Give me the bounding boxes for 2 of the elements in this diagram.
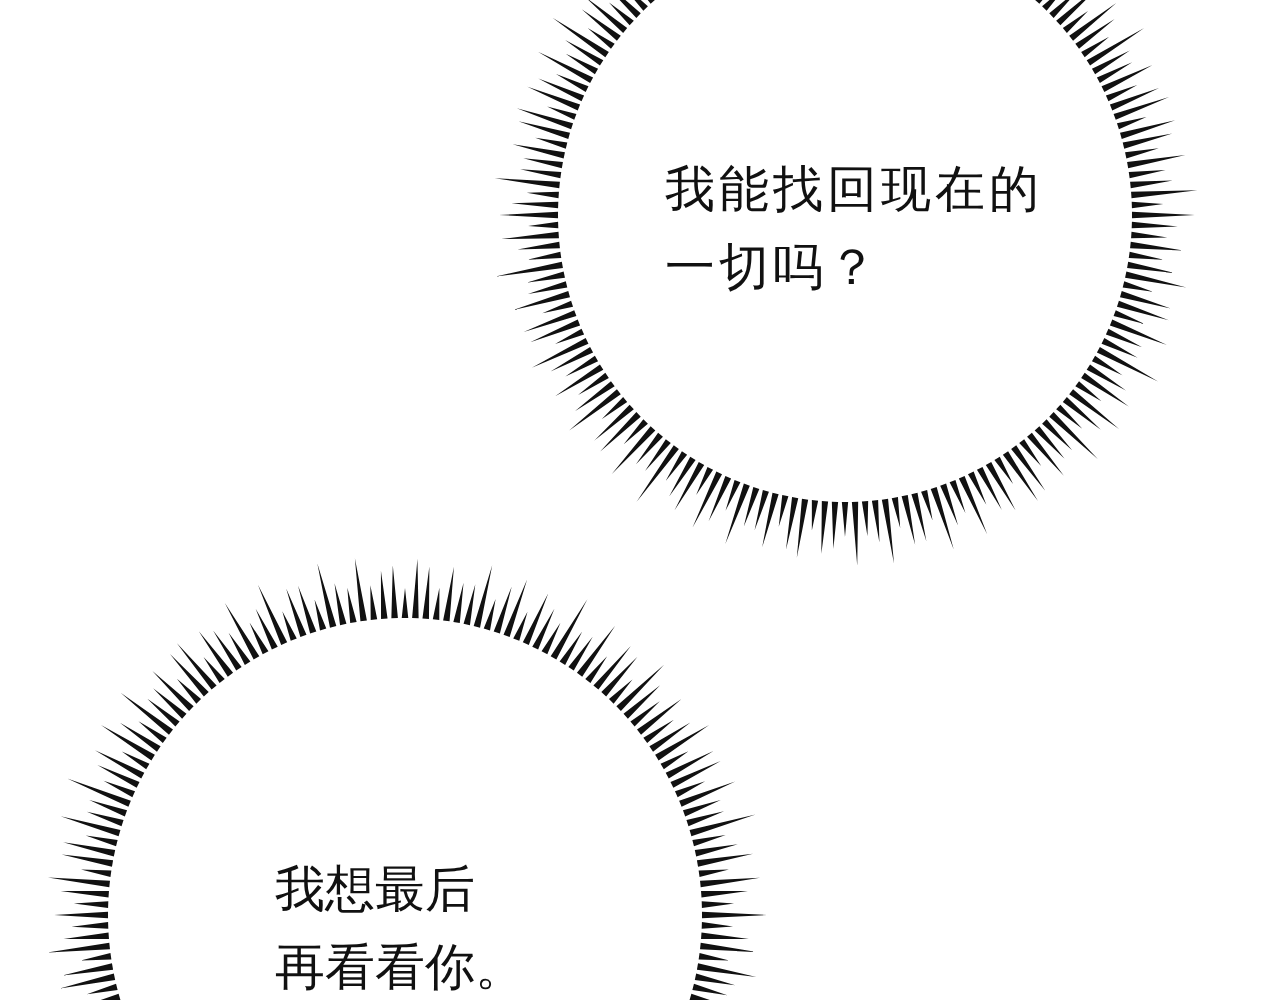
speech-text: 我能找回现在的一切吗？ <box>665 159 1044 298</box>
speech-text: 我想最后再看看你。 <box>275 859 507 998</box>
